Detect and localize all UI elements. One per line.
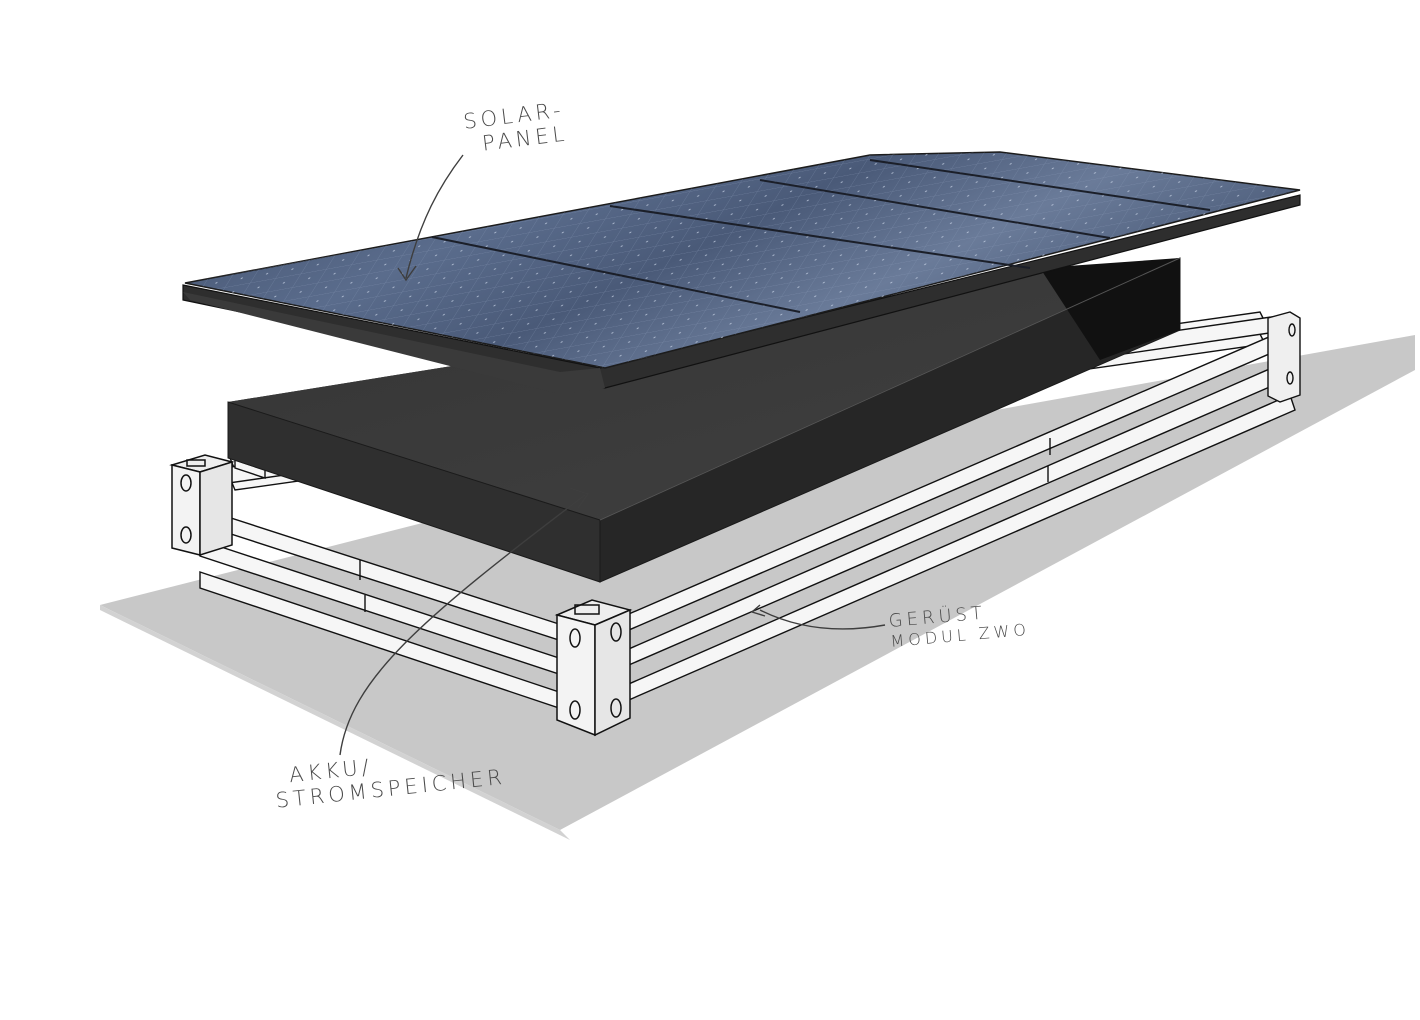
geruest-leader [759,609,886,630]
akku-arrowhead [569,487,590,509]
geruest-arrowhead [750,604,766,617]
frame-corner-left [169,454,235,557]
frame-corner-far [1267,311,1301,403]
solar-panel [182,151,1301,394]
solar-arrowhead [397,265,417,282]
battery-block [227,257,1181,583]
solar-leader [405,154,464,279]
frame-corner-right [554,599,633,737]
akku-leader [339,494,586,756]
annotation-leaders [339,154,886,756]
